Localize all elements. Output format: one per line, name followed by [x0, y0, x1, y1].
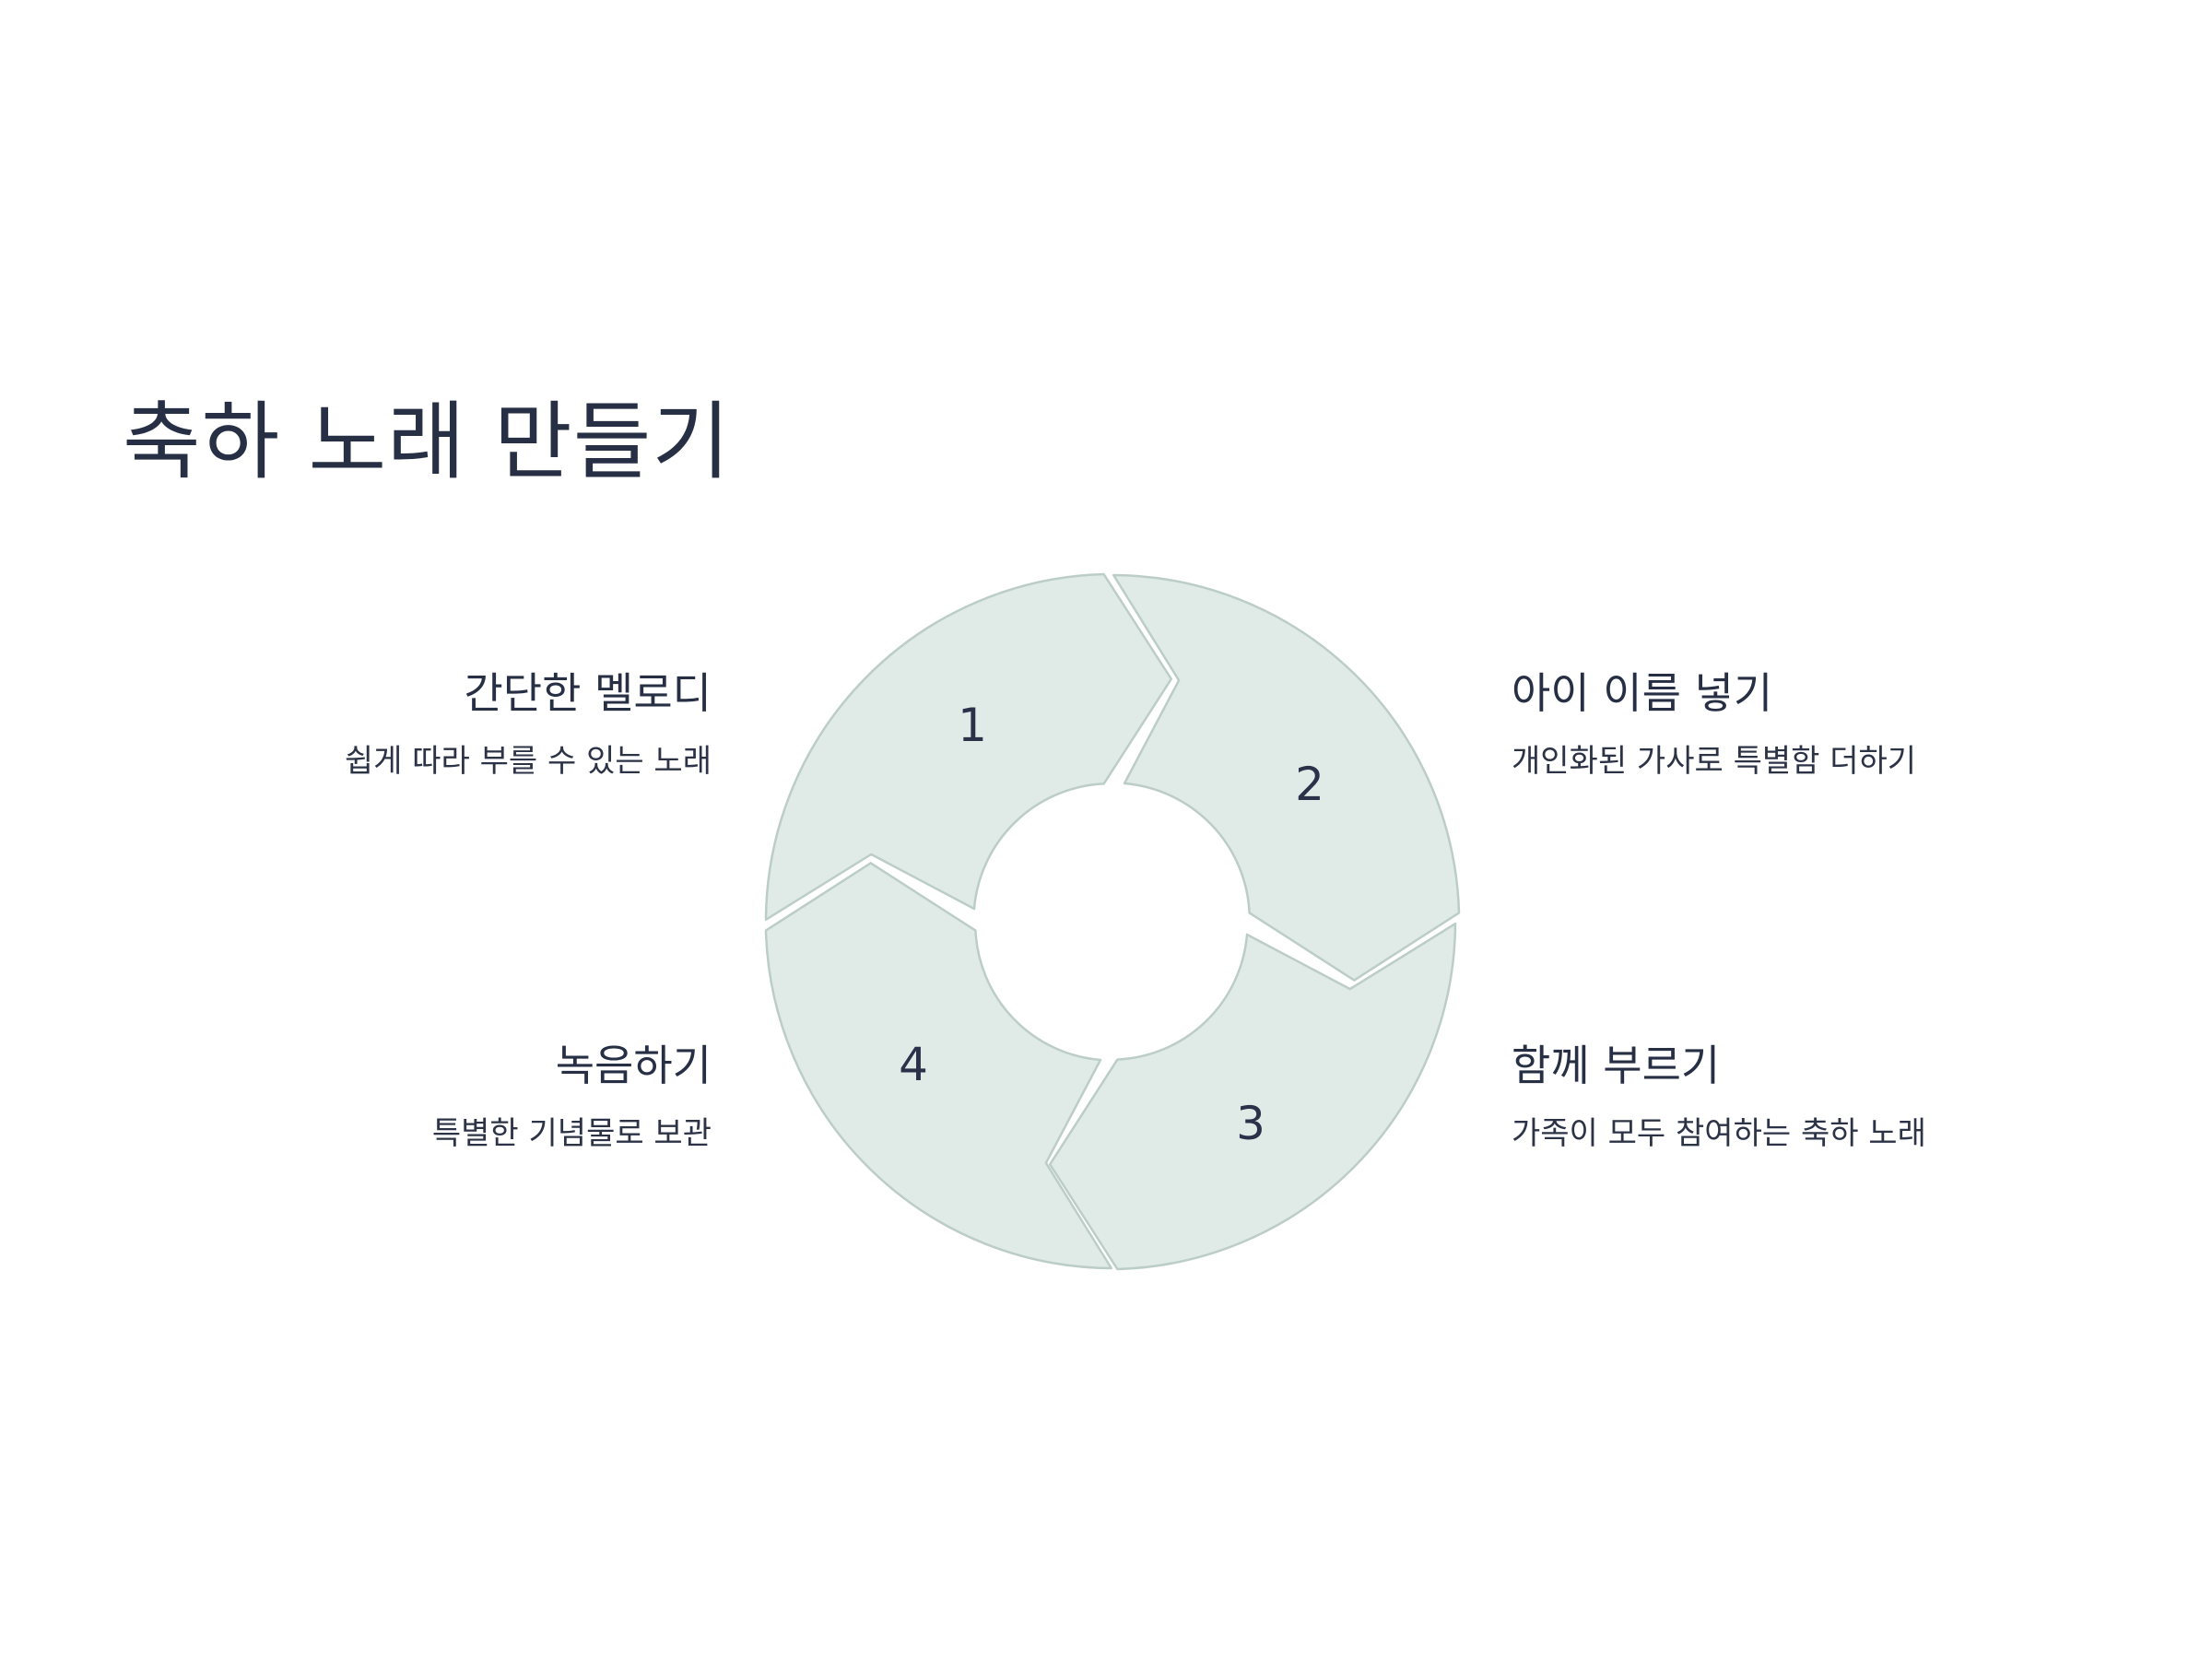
step-4-description: 특별한 기념물로 보관 [431, 1115, 712, 1153]
step-2-title: 아이 이름 넣기 [1512, 668, 1773, 718]
cycle-segment-4-number: 4 [899, 1038, 928, 1091]
step-1-description: 쉽게 따라 부를 수 있는 노래 [344, 743, 712, 781]
step-4-label: 녹음하기 특별한 기념물로 보관 [66, 1041, 712, 1153]
cycle-segment-1 [764, 572, 1173, 922]
cycle-segment-3 [1048, 922, 1457, 1271]
step-4-title: 녹음하기 [555, 1041, 712, 1090]
step-1-title: 간단한 멜로디 [464, 668, 712, 718]
cycle-segment-4 [764, 862, 1113, 1270]
step-3-title: 함께 부르기 [1512, 1041, 1721, 1090]
step-2-label: 아이 이름 넣기 개인화된 가사로 특별함 더하기 [1512, 668, 2157, 781]
step-3-label: 함께 부르기 가족이 모두 참여하는 축하 노래 [1512, 1041, 2157, 1153]
page-title: 축하 노래 만들기 [123, 393, 731, 491]
cycle-segment-3-number: 3 [1236, 1097, 1265, 1150]
cycle-segment-1-number: 1 [958, 699, 987, 752]
step-2-description: 개인화된 가사로 특별함 더하기 [1512, 743, 1917, 781]
step-3-description: 가족이 모두 참여하는 축하 노래 [1512, 1115, 1926, 1153]
cycle-segment-2 [1112, 573, 1461, 982]
step-1-label: 간단한 멜로디 쉽게 따라 부를 수 있는 노래 [66, 668, 712, 781]
cycle-segment-2-number: 2 [1295, 758, 1324, 811]
